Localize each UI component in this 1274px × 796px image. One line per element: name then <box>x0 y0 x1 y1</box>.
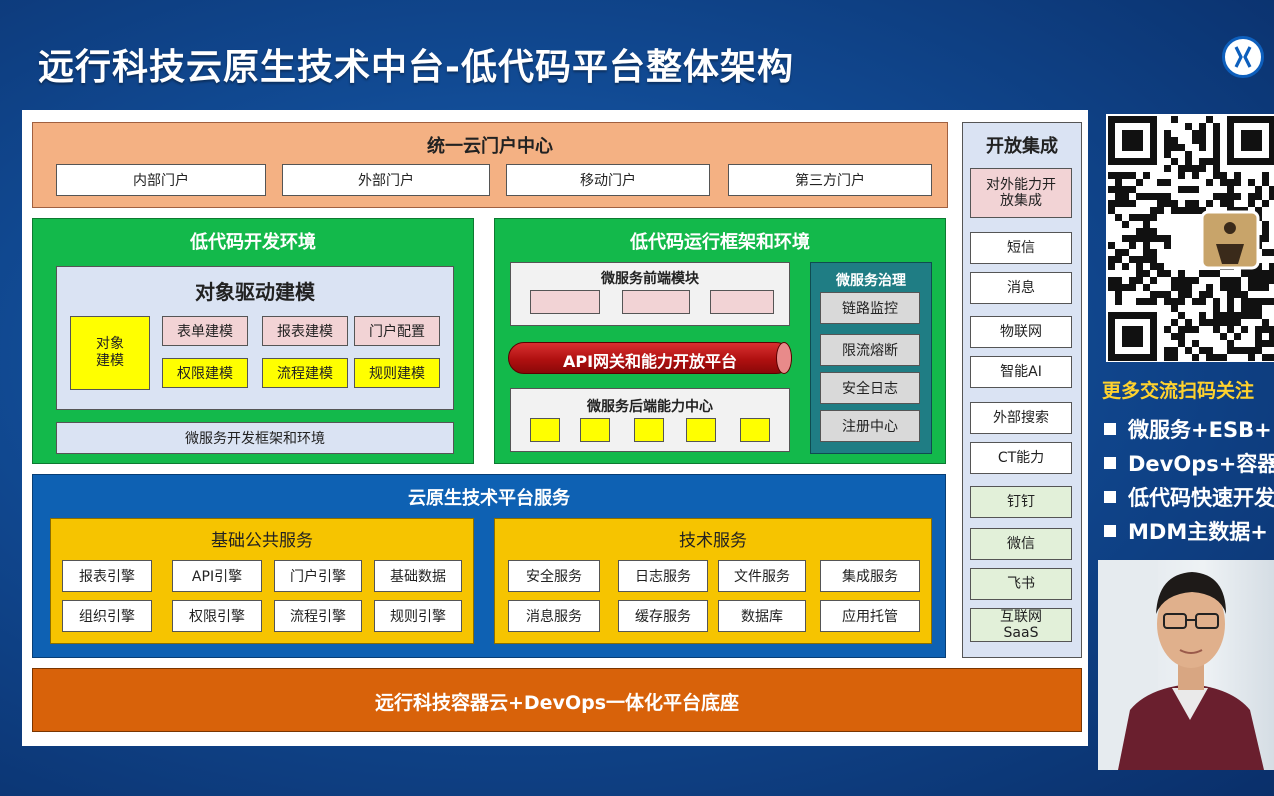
open-wechat: 微信 <box>970 528 1072 560</box>
promo-bullet-text: DevOps+容器 <box>1128 452 1274 476</box>
portal-item-internal: 内部门户 <box>56 164 266 196</box>
basic-services-title: 基础公共服务 <box>211 531 313 551</box>
portal-config: 门户配置 <box>354 316 440 346</box>
portal-item-mobile: 移动门户 <box>506 164 710 196</box>
open-saas: 互联网 SaaS <box>970 608 1072 642</box>
open-feishu: 飞书 <box>970 568 1072 600</box>
promo-bullet-4: MDM主数据+ <box>1104 516 1268 546</box>
open-sms: 短信 <box>970 232 1072 264</box>
promo-bullet-2: DevOps+容器 <box>1104 448 1274 478</box>
open-ai: 智能AI <box>970 356 1072 388</box>
api-gateway-label: API网关和能力开放平台 <box>562 352 738 371</box>
open-dingtalk: 钉钉 <box>970 486 1072 518</box>
base-platform-panel <box>32 668 1082 732</box>
portal-item-third-party: 第三方门户 <box>728 164 932 196</box>
promo-bullet-text: MDM主数据+ <box>1128 520 1268 544</box>
tech-services-title: 技术服务 <box>679 531 747 551</box>
object-modeling: 对象 建模 <box>70 316 150 390</box>
tech-log-service: 日志服务 <box>618 560 708 592</box>
frontend-block-1 <box>530 290 600 314</box>
governance-title: 微服务治理 <box>836 273 906 289</box>
dev-env-title: 低代码开发环境 <box>190 232 316 253</box>
frontend-block-3 <box>710 290 774 314</box>
promo-bullet-1: 微服务+ESB+ <box>1104 414 1272 444</box>
basic-permission-engine: 权限引擎 <box>172 600 262 632</box>
basic-rule-engine: 规则引擎 <box>374 600 462 632</box>
promo-bullet-text: 微服务+ESB+ <box>1128 418 1272 442</box>
basic-api-engine: API引擎 <box>172 560 262 592</box>
backend-center-title: 微服务后端能力中心 <box>587 399 713 415</box>
runtime-title: 低代码运行框架和环境 <box>630 232 810 253</box>
open-external-search: 外部搜索 <box>970 402 1072 434</box>
tech-security-service: 安全服务 <box>508 560 600 592</box>
frontend-block-2 <box>622 290 690 314</box>
page-title: 远行科技云原生技术中台-低代码平台整体架构 <box>38 47 794 88</box>
form-modeling: 表单建模 <box>162 316 248 346</box>
promo-bullet-text: 低代码快速开发 <box>1128 486 1274 510</box>
governance-security-log: 安全日志 <box>820 372 920 404</box>
basic-master-data: 基础数据 <box>374 560 462 592</box>
tech-message-service: 消息服务 <box>508 600 600 632</box>
workflow-modeling: 流程建模 <box>262 358 348 388</box>
logo-icon <box>1234 46 1252 68</box>
basic-portal-engine: 门户引擎 <box>274 560 362 592</box>
tech-file-service: 文件服务 <box>718 560 806 592</box>
backend-block-5 <box>740 418 770 442</box>
presenter-icon <box>1098 560 1264 770</box>
basic-workflow-engine: 流程引擎 <box>274 600 362 632</box>
promo-title: 更多交流扫码关注 <box>1102 380 1255 402</box>
governance-rate-limit: 限流熔断 <box>820 334 920 366</box>
qr-code <box>1106 114 1274 362</box>
base-platform-title: 远行科技容器云+DevOps一体化平台底座 <box>374 692 740 714</box>
qr-code-icon <box>1108 116 1274 361</box>
rule-modeling: 规则建模 <box>354 358 440 388</box>
permission-modeling: 权限建模 <box>162 358 248 388</box>
portal-item-external: 外部门户 <box>282 164 490 196</box>
tech-cache-service: 缓存服务 <box>618 600 708 632</box>
backend-block-3 <box>634 418 664 442</box>
report-modeling: 报表建模 <box>262 316 348 346</box>
api-gateway <box>508 342 792 374</box>
tech-integration-service: 集成服务 <box>820 560 920 592</box>
open-ct: CT能力 <box>970 442 1072 474</box>
open-integration-title: 开放集成 <box>986 136 1058 157</box>
tech-app-hosting: 应用托管 <box>820 600 920 632</box>
open-message: 消息 <box>970 272 1072 304</box>
presenter-video <box>1098 560 1274 770</box>
frontend-module-title: 微服务前端模块 <box>601 271 699 287</box>
promo-bullet-3: 低代码快速开发 <box>1104 482 1274 512</box>
open-iot: 物联网 <box>970 316 1072 348</box>
governance-tracing: 链路监控 <box>820 292 920 324</box>
portal-title: 统一云门户中心 <box>427 136 553 157</box>
basic-org-engine: 组织引擎 <box>62 600 152 632</box>
cloud-title: 云原生技术平台服务 <box>408 488 570 509</box>
modeling-title: 对象驱动建模 <box>195 280 315 304</box>
basic-report-engine: 报表引擎 <box>62 560 152 592</box>
dev-framework: 微服务开发框架和环境 <box>56 422 454 454</box>
governance-registry: 注册中心 <box>820 410 920 442</box>
brand-logo <box>1222 36 1264 78</box>
backend-block-1 <box>530 418 560 442</box>
open-capability: 对外能力开放集成 <box>970 168 1072 218</box>
tech-database: 数据库 <box>718 600 806 632</box>
api-gateway-cap <box>776 342 792 374</box>
backend-block-2 <box>580 418 610 442</box>
backend-block-4 <box>686 418 716 442</box>
